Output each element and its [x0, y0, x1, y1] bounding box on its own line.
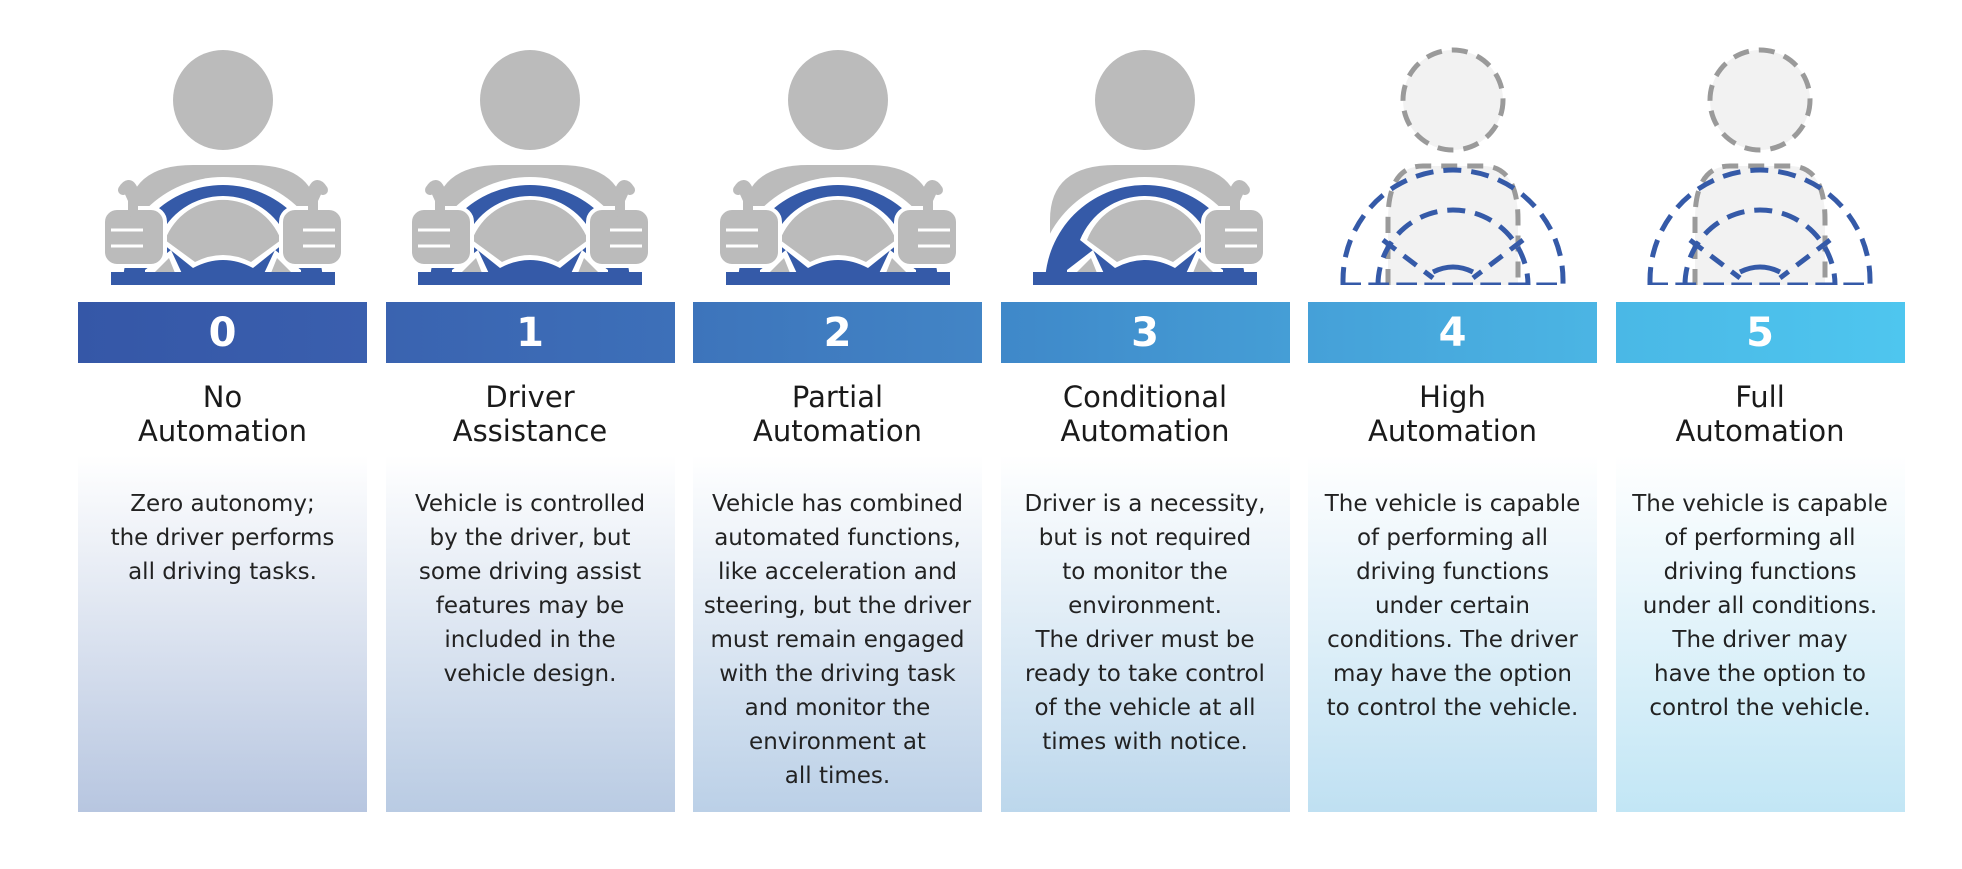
driver-one-hand-icon	[1001, 40, 1290, 285]
level-title-line2: Automation	[138, 414, 307, 448]
description-line: vehicle design.	[443, 661, 617, 687]
driver-dashed-outline-icon	[1616, 40, 1905, 285]
description-line: of performing all	[1356, 525, 1549, 551]
level-number: 4	[1438, 309, 1467, 356]
level-title-line2: Automation	[1060, 414, 1230, 448]
description-line: some driving assist	[418, 559, 642, 585]
level-title: Conditional Automation	[1001, 380, 1290, 448]
description-line: driving functions	[1356, 559, 1549, 585]
level-column-4: 4 High Automation The vehicle is capable…	[1308, 0, 1597, 869]
description-line: conditions. The driver	[1327, 627, 1578, 653]
level-number: 2	[823, 309, 852, 356]
description-line: by the driver, but	[429, 525, 631, 551]
description-line: times with notice.	[1042, 729, 1248, 755]
level-title: Full Automation	[1616, 380, 1905, 448]
level-number-bar: 4	[1308, 302, 1597, 363]
description-line: like acceleration and	[717, 559, 957, 585]
description-line: to control the vehicle.	[1326, 695, 1579, 721]
level-description: Driver is a necessity, but is not require…	[1009, 487, 1282, 759]
description-line: of performing all	[1664, 525, 1856, 551]
driver-dashed-outline-icon	[1308, 40, 1597, 285]
level-description: The vehicle is capable of performing all d…	[1624, 487, 1897, 725]
level-column-3: 3 Conditional Automation Driver is a nec…	[1000, 0, 1290, 869]
description-line: all times.	[784, 763, 891, 789]
level-title-line1: Conditional	[1062, 380, 1228, 414]
level-number-bar: 1	[385, 302, 675, 363]
description-line: included in the	[444, 627, 616, 653]
description-line: The driver may	[1672, 627, 1848, 653]
description-line: all driving tasks.	[128, 559, 317, 585]
level-title: Driver Assistance	[386, 380, 675, 448]
level-title-line2: Automation	[753, 414, 922, 448]
description-line: automated functions,	[714, 525, 961, 551]
driver-both-hands-icon	[693, 40, 982, 285]
description-line: may have the option	[1333, 661, 1572, 687]
description-line: Zero autonomy;	[130, 491, 315, 517]
description-line: The vehicle is capable	[1324, 491, 1581, 517]
description-line: the driver performs	[110, 525, 335, 551]
description-line: steering, but the driver	[703, 593, 972, 619]
level-description: Vehicle is controlled by the driver, but s…	[394, 487, 667, 691]
level-description-panel: The vehicle is capable of performing all d…	[1308, 455, 1597, 812]
driver-both-hands-icon	[78, 40, 367, 285]
level-number: 0	[208, 309, 237, 356]
driver-both-hands-icon	[386, 40, 675, 285]
description-line: Vehicle has combined	[712, 491, 963, 517]
level-number: 1	[516, 309, 544, 356]
description-line: but is not required	[1038, 525, 1252, 551]
level-number: 5	[1746, 309, 1774, 356]
level-number-bar: 5	[1615, 302, 1905, 363]
level-description-panel: Vehicle has combined automated functions,…	[693, 455, 982, 812]
level-title-line1: High	[1419, 380, 1486, 414]
description-line: under certain	[1374, 593, 1530, 619]
level-title-line1: Full	[1735, 380, 1785, 414]
description-line: must remain engaged	[710, 627, 965, 653]
level-description: Zero autonomy; the driver performs all dri…	[86, 487, 359, 589]
description-line: Driver is a necessity,	[1024, 491, 1266, 517]
level-column-1: 1 Driver Assistance Vehicle is controlle…	[385, 0, 675, 869]
level-column-2: 2 Partial Automation Vehicle has combine…	[693, 0, 982, 869]
description-line: The driver must be	[1035, 627, 1255, 653]
level-title: Partial Automation	[693, 380, 982, 448]
level-description-panel: The vehicle is capable of performing all d…	[1615, 455, 1905, 812]
level-description-panel: Vehicle is controlled by the driver, but s…	[385, 455, 675, 812]
level-title-line2: Automation	[1675, 414, 1845, 448]
description-line: environment.	[1068, 593, 1222, 619]
level-title-line2: Assistance	[452, 414, 608, 448]
description-line: to monitor the	[1062, 559, 1228, 585]
description-line: control the vehicle.	[1649, 695, 1871, 721]
level-column-5: 5 Full Automation The vehicle is capable…	[1615, 0, 1905, 869]
level-column-0: 0 No Automation Zero autonomy; the driver…	[78, 0, 367, 869]
description-line: driving functions	[1663, 559, 1857, 585]
description-line: have the option to	[1654, 661, 1866, 687]
level-number-bar: 0	[78, 302, 367, 363]
description-line: environment at	[749, 729, 926, 755]
description-line: of the vehicle at all	[1034, 695, 1256, 721]
level-number-bar: 3	[1000, 302, 1290, 363]
level-title: No Automation	[78, 380, 367, 448]
level-number-bar: 2	[693, 302, 982, 363]
level-title-line1: Partial	[791, 380, 884, 414]
level-title-line2: Automation	[1368, 414, 1537, 448]
description-line: under all conditions.	[1642, 593, 1878, 619]
level-description-panel: Driver is a necessity, but is not require…	[1000, 455, 1290, 812]
description-line: Vehicle is controlled	[414, 491, 646, 517]
level-description: The vehicle is capable of performing all d…	[1316, 487, 1589, 725]
description-line: with the driving task	[719, 661, 956, 687]
level-number: 3	[1131, 309, 1159, 356]
description-line: and monitor the	[744, 695, 931, 721]
description-line: features may be	[435, 593, 625, 619]
level-description-panel: Zero autonomy; the driver performs all dri…	[78, 455, 367, 812]
level-title-line1: No	[202, 380, 243, 414]
description-line: ready to take control	[1025, 661, 1265, 687]
level-title: High Automation	[1308, 380, 1597, 448]
level-description: Vehicle has combined automated functions,…	[701, 487, 974, 793]
description-line: The vehicle is capable	[1632, 491, 1888, 517]
level-title-line1: Driver	[485, 380, 575, 414]
